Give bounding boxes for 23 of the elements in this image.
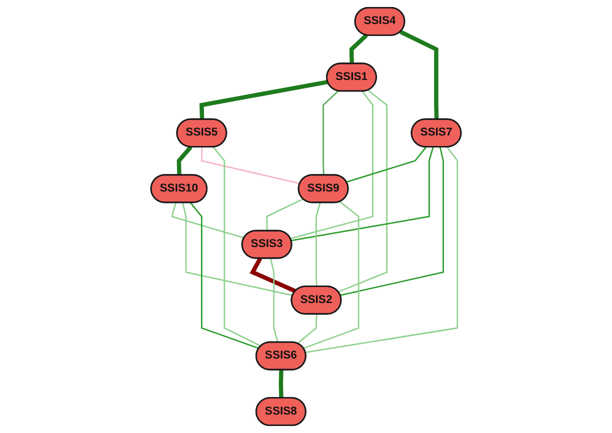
connector [190,202,260,350]
connector [340,146,444,296]
connector [176,146,192,176]
connector [305,146,458,354]
connector [278,370,284,398]
connector [303,201,360,349]
connector [400,30,439,120]
connector [316,202,321,287]
connector [322,90,339,176]
connector [171,202,244,239]
connector [270,258,278,343]
connector [291,146,434,242]
connector [250,257,296,294]
connector [200,146,300,184]
connector [338,90,388,293]
connector [200,80,328,120]
connector [266,198,304,231]
connector [290,90,374,240]
connector [349,34,368,64]
connector [346,146,427,183]
connector [182,202,293,296]
connector [212,146,262,347]
connector [296,314,318,344]
